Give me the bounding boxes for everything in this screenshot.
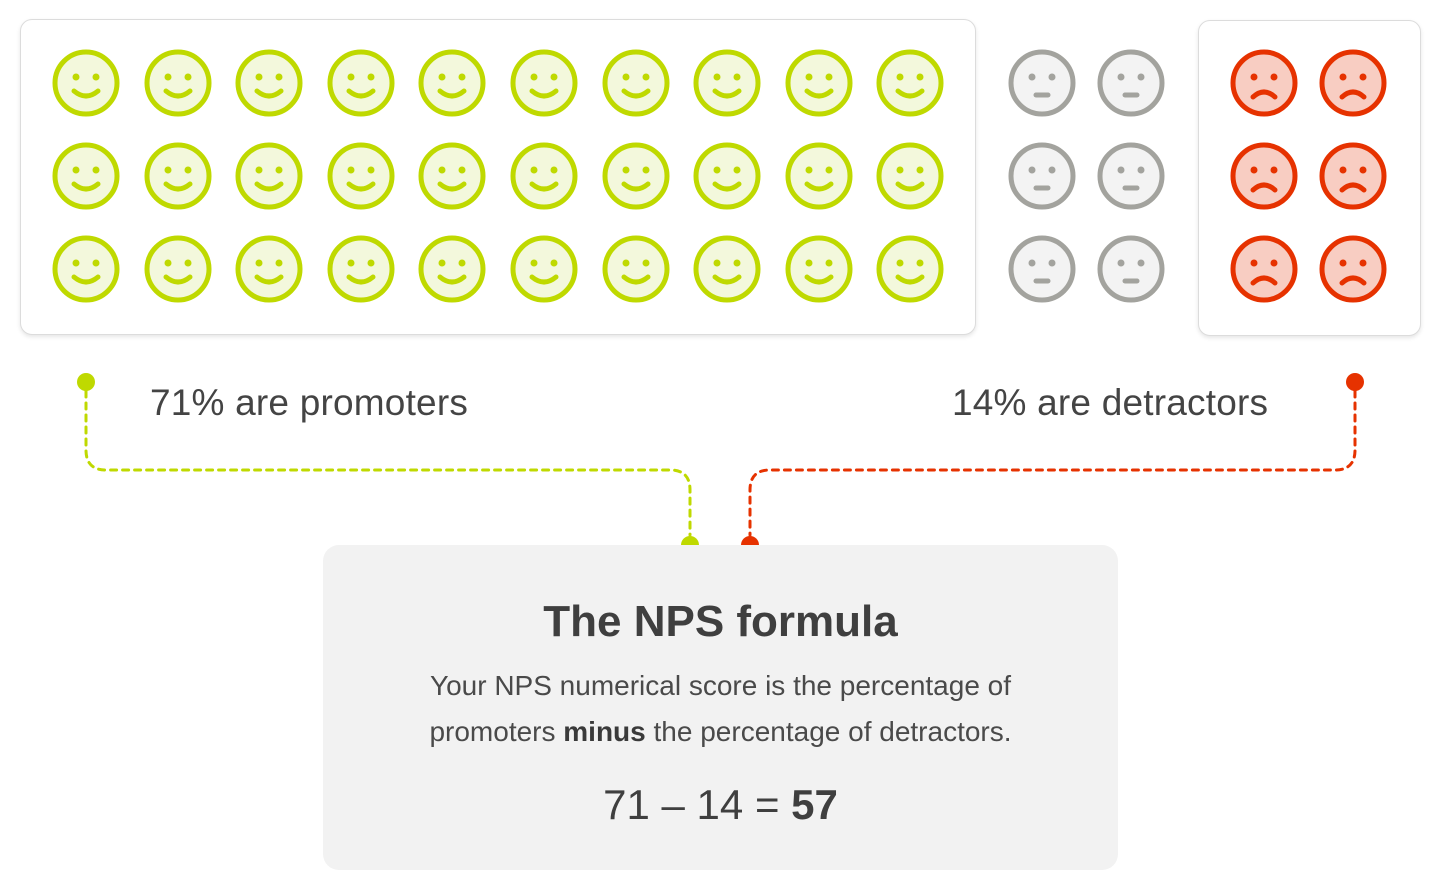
happy-face-icon [508, 233, 580, 305]
happy-face-icon [508, 47, 580, 119]
neutral-face-icon [1095, 233, 1167, 305]
promoter-dot-top [77, 373, 95, 391]
desc-bold-minus: minus [563, 716, 646, 747]
happy-face-icon [325, 47, 397, 119]
sad-face-icon [1317, 140, 1389, 212]
happy-face-icon [142, 140, 214, 212]
formula-desc-line2: promoters minus the percentage of detrac… [323, 709, 1118, 755]
sad-face-icon [1228, 233, 1300, 305]
sad-face-icon [1228, 140, 1300, 212]
sad-face-icon [1228, 47, 1300, 119]
neutral-face-icon [1006, 47, 1078, 119]
happy-face-icon [691, 233, 763, 305]
happy-face-icon [783, 47, 855, 119]
happy-face-icon [142, 233, 214, 305]
desc-text: the percentage of detractors. [645, 716, 1012, 747]
happy-face-icon [691, 140, 763, 212]
happy-face-icon [874, 140, 946, 212]
happy-face-icon [233, 233, 305, 305]
formula-title: The NPS formula [543, 597, 898, 646]
sad-face-icon [1317, 47, 1389, 119]
equation-result: 57 [791, 781, 838, 828]
happy-face-icon [233, 140, 305, 212]
detractors-label: 14% are detractors [952, 382, 1269, 423]
happy-face-icon [325, 140, 397, 212]
neutral-face-icon [1095, 140, 1167, 212]
happy-face-icon [783, 233, 855, 305]
happy-face-icon [874, 47, 946, 119]
formula-desc-line1: Your NPS numerical score is the percenta… [429, 670, 1012, 701]
happy-face-icon [691, 47, 763, 119]
happy-face-icon [600, 47, 672, 119]
happy-face-icon [142, 47, 214, 119]
formula-description: Your NPS numerical score is the percenta… [323, 663, 1118, 755]
happy-face-icon [416, 140, 488, 212]
promoters-label: 71% are promoters [150, 382, 469, 423]
happy-face-icon [50, 47, 122, 119]
happy-face-icon [508, 140, 580, 212]
happy-face-icon [325, 233, 397, 305]
equation-left: 71 – 14 = [603, 781, 792, 828]
happy-face-icon [416, 233, 488, 305]
desc-text: promoters [429, 716, 564, 747]
detractor-dot-top [1346, 373, 1364, 391]
happy-face-icon [783, 140, 855, 212]
happy-face-icon [600, 233, 672, 305]
happy-face-icon [600, 140, 672, 212]
neutral-face-icon [1006, 233, 1078, 305]
neutral-face-icon [1006, 140, 1078, 212]
neutral-face-icon [1095, 47, 1167, 119]
happy-face-icon [233, 47, 305, 119]
happy-face-icon [50, 233, 122, 305]
formula-equation: 71 – 14 = 57 [323, 781, 1118, 829]
sad-face-icon [1317, 233, 1389, 305]
happy-face-icon [50, 140, 122, 212]
formula-box: The NPS formula Your NPS numerical score… [323, 545, 1118, 870]
happy-face-icon [416, 47, 488, 119]
happy-face-icon [874, 233, 946, 305]
